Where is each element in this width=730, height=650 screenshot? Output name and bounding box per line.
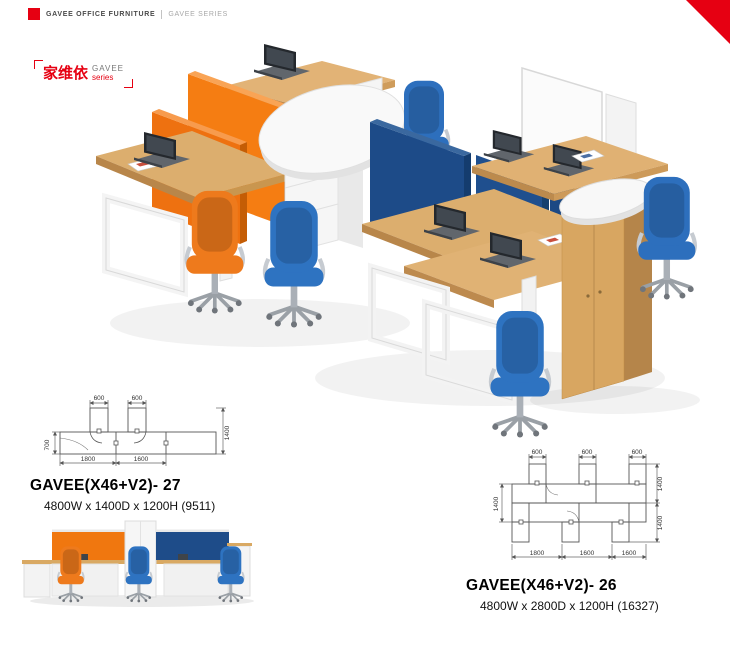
page-header: GAVEE OFFICE FURNITURE GAVEE SERIES (28, 8, 228, 20)
product-26-name: GAVEE(X46+V2)- 26 (466, 577, 617, 594)
bracket-decoration-br (124, 78, 133, 88)
svg-text:1600: 1600 (622, 550, 637, 557)
svg-text:1400: 1400 (657, 515, 664, 530)
svg-text:1400: 1400 (657, 476, 664, 491)
svg-text:700: 700 (44, 439, 51, 450)
tall-storage-cabinet (561, 193, 652, 400)
brand-latin: GAVEE (92, 64, 124, 73)
svg-text:1400: 1400 (224, 425, 231, 440)
desk-papers (571, 149, 605, 163)
brand-mark: 家维依 GAVEE series (34, 60, 133, 88)
brand-text: GAVEE OFFICE FURNITURE (46, 10, 156, 18)
plan-grommets (96, 428, 169, 446)
svg-text:1400: 1400 (493, 496, 500, 511)
product-27-caption: GAVEE(X46+V2)- 27 4800W x 1400D x 1200H … (30, 477, 215, 513)
plan-dimension-lines (52, 400, 226, 466)
svg-text:600: 600 (94, 395, 105, 402)
plan-diagram-26: 600 600 600 1400 1400 1400 1800 1600 160… (493, 449, 664, 560)
svg-text:1800: 1800 (81, 456, 96, 463)
product-27-name: GAVEE(X46+V2)- 27 (30, 477, 181, 494)
plan-outline (511, 463, 647, 543)
oval-meeting-top (258, 84, 407, 181)
svg-text:1800: 1800 (530, 550, 545, 557)
plan-dimension-labels: 600 600 1800 1600 700 1400 (44, 395, 231, 463)
plan-dimension-labels: 600 600 600 1400 1400 1400 1800 1600 160… (493, 449, 664, 557)
series-text: GAVEE SERIES (168, 10, 229, 18)
svg-text:1600: 1600 (134, 456, 149, 463)
bracket-decoration-tl (34, 60, 43, 69)
svg-text:600: 600 (582, 449, 593, 456)
brand-series-label: series (92, 72, 114, 82)
office-chair-orange (186, 191, 243, 314)
cabinet-top-oval (559, 178, 654, 226)
photo-floor-shadow (30, 595, 254, 607)
brand-logo-square (28, 8, 40, 20)
plan-dimension-lines (499, 454, 660, 560)
main-product-render (96, 44, 700, 440)
svg-text:600: 600 (132, 395, 143, 402)
product-26-spec: 4800W x 2800D x 1200H (16327) (480, 599, 659, 613)
office-chair-blue (491, 311, 550, 438)
svg-text:600: 600 (532, 449, 543, 456)
brand-chinese: 家维依 (43, 65, 89, 83)
header-divider (161, 9, 163, 19)
brand-latin-block: GAVEE series (92, 64, 124, 83)
svg-text:1600: 1600 (580, 550, 595, 557)
product-27-photo (22, 520, 254, 607)
product-27-spec: 4800W x 1400D x 1200H (9511) (44, 499, 216, 513)
plan-grommets (518, 480, 640, 525)
plan-diagram-27: 600 600 1800 1600 700 1400 (44, 395, 231, 466)
product-26-caption: GAVEE(X46+V2)- 26 4800W x 2800D x 1200H … (466, 577, 659, 613)
svg-text:600: 600 (632, 449, 643, 456)
